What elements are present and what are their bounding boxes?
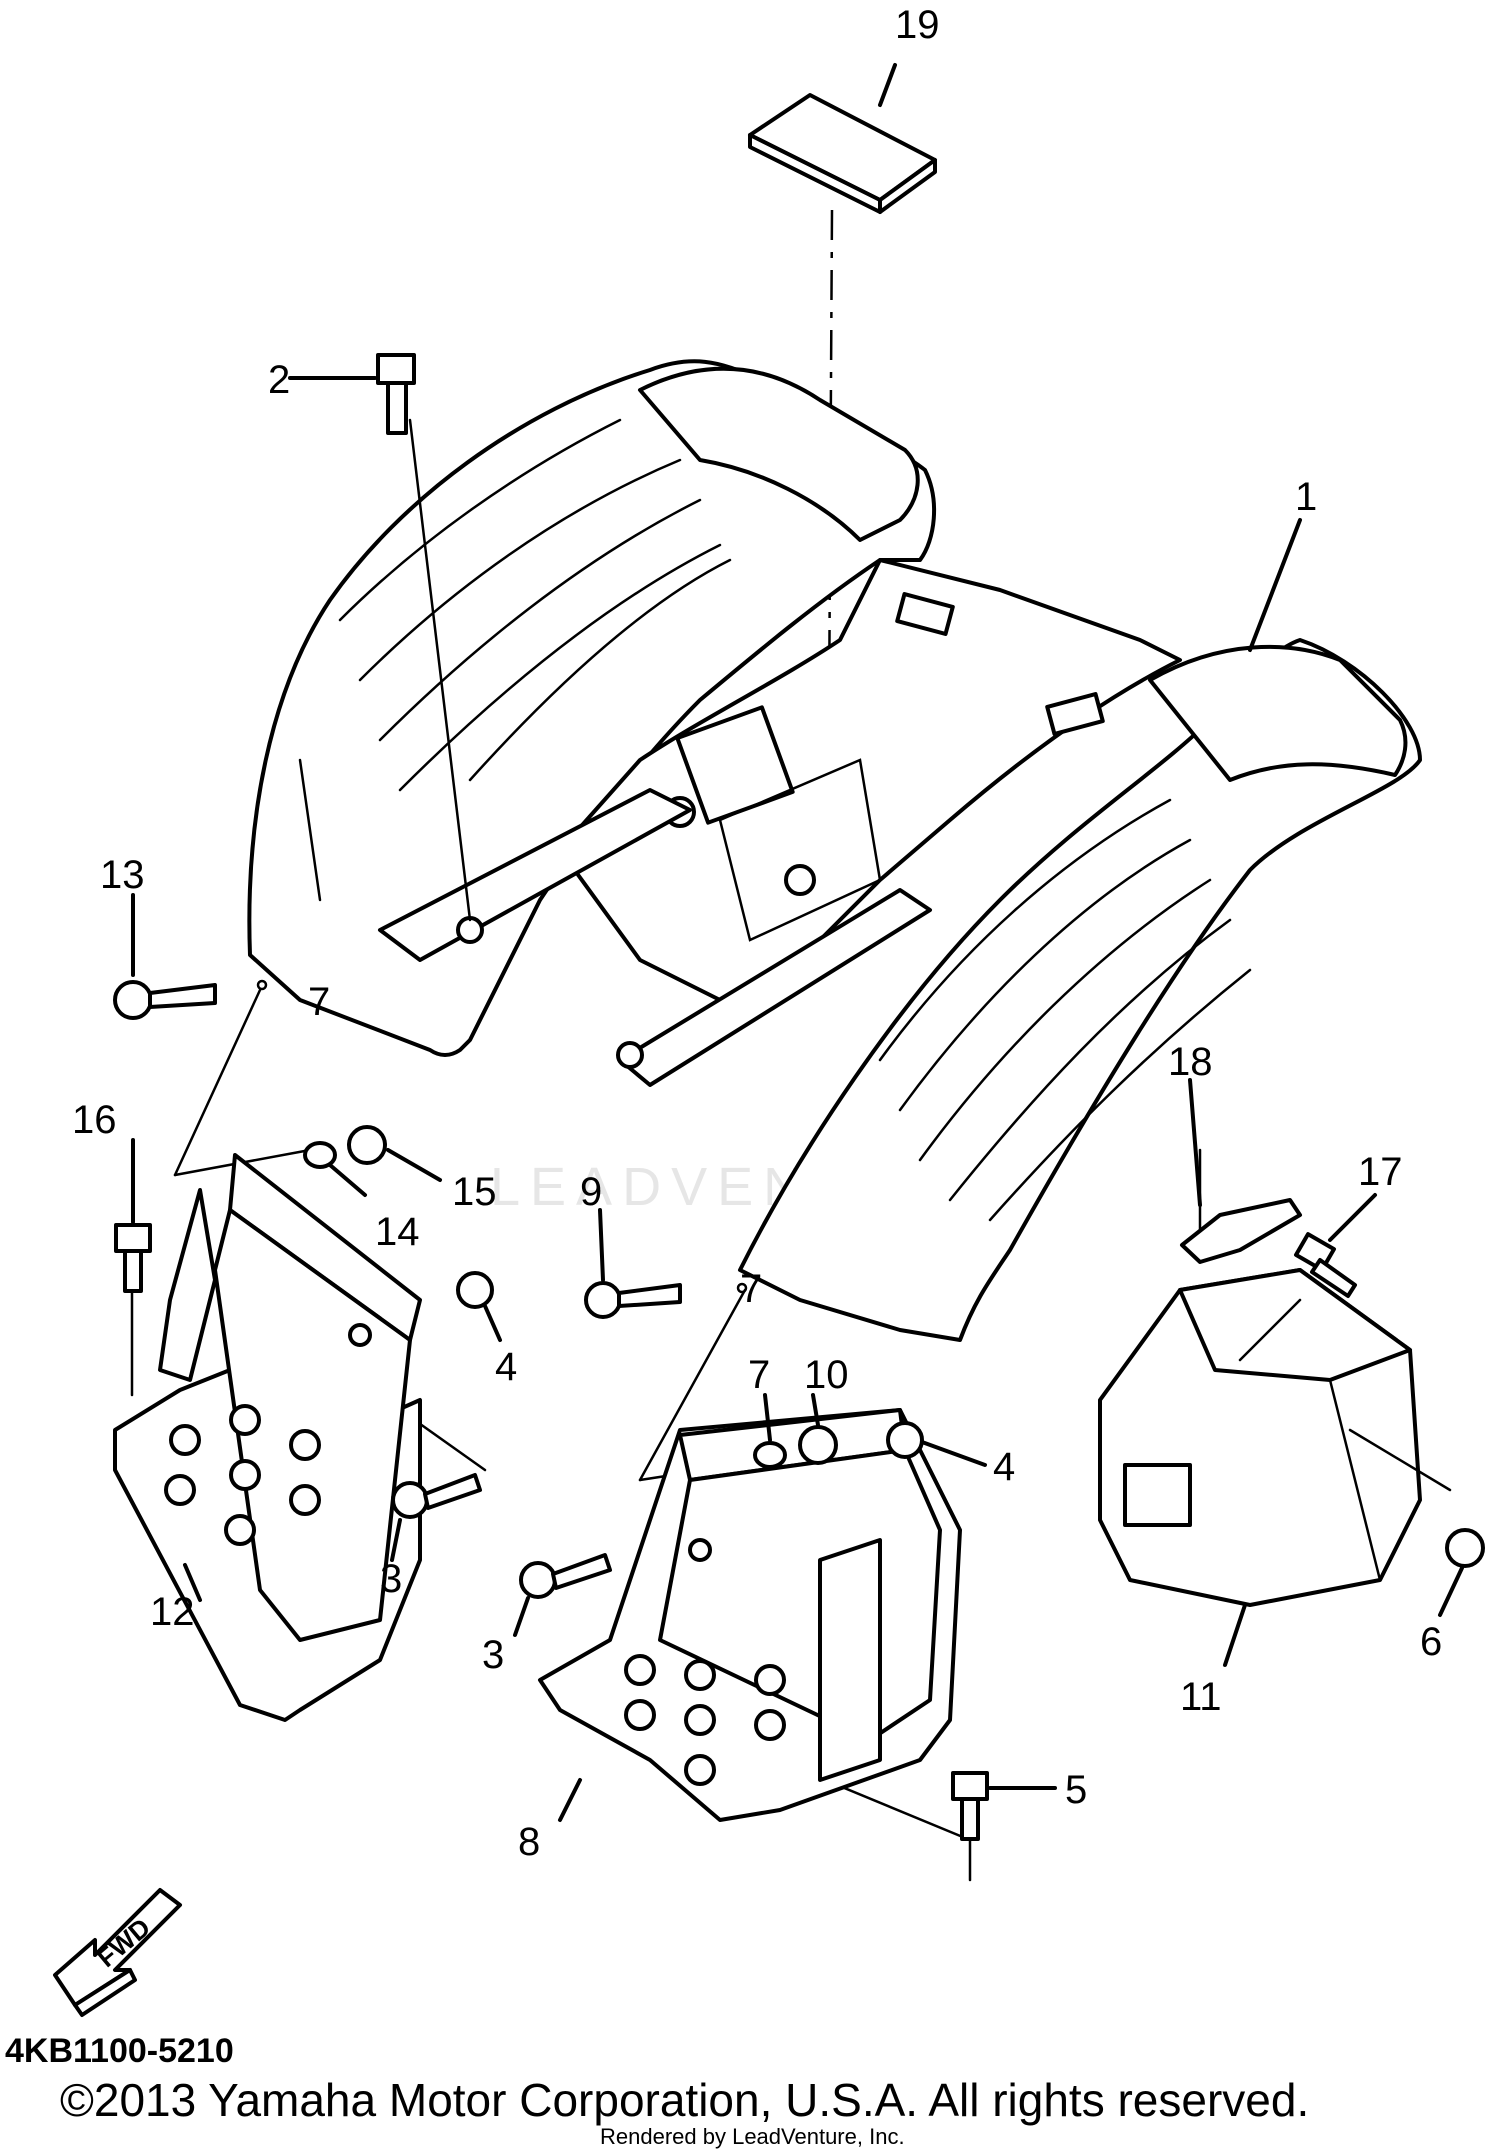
copyright-notice: ©2013 Yamaha Motor Corporation, U.S.A. A… (60, 2074, 1309, 2126)
part-11-screw (113, 893, 217, 1020)
callout-17: 6 (1420, 1620, 1442, 1664)
part-18-clip (1180, 1078, 1302, 1264)
callout-16: 17 (1358, 1150, 1403, 1194)
callout-12: 14 (375, 1210, 420, 1254)
callout-5: 8 (518, 1820, 540, 1864)
callout-3-left: 3 (380, 1557, 402, 1601)
callout-14: 16 (72, 1098, 117, 1142)
part-4b-nut (886, 1421, 987, 1467)
part-4a-nut (456, 1271, 502, 1342)
diagram-code: 4KB1100-5210 (5, 2032, 234, 2070)
part-3b-screw (513, 1553, 612, 1637)
callout-1: 1 (1295, 475, 1317, 519)
part-6-screw (584, 1208, 682, 1319)
fwd-arrow-icon: FWD (53, 1888, 182, 2017)
callout-4-left: 4 (495, 1345, 517, 1389)
callout-labels: 19 2 1 13 7 16 14 15 4 9 7 18 17 7 10 4 … (72, 3, 1442, 1864)
rendered-by-credit: Rendered by LeadVenture, Inc. (600, 2124, 905, 2149)
callout-19: 19 (895, 3, 940, 47)
part-15-tool-box (1098, 1268, 1452, 1667)
part-12-washer (303, 1141, 367, 1197)
part-10-left-footrest (113, 1153, 422, 1722)
callout-6: 9 (580, 1170, 602, 1214)
part-13-nut (347, 1125, 442, 1182)
part-16-bolt (1294, 1193, 1377, 1298)
callout-11: 13 (100, 853, 145, 897)
part-1-rear-fender (247, 359, 1422, 1342)
callout-7-right: 7 (748, 1353, 770, 1397)
part-5-right-footrest (538, 1408, 962, 1822)
part-2-bolt (288, 353, 416, 435)
part-8-nut (798, 1393, 838, 1465)
part-14-bolt (114, 1138, 152, 1293)
callout-4-right: 4 (993, 1445, 1015, 1489)
callout-8: 10 (804, 1353, 849, 1397)
callout-15: 11 (1180, 1675, 1222, 1719)
part-3a-screw (390, 1473, 482, 1562)
callout-7-left: 7 (308, 980, 330, 1024)
part-7-washer (753, 1393, 787, 1469)
part-17-nut (1438, 1528, 1485, 1617)
callout-9: 5 (1065, 1768, 1087, 1812)
callout-18: 18 (1168, 1040, 1213, 1084)
callout-13: 15 (452, 1170, 497, 1214)
callout-10: 12 (150, 1590, 195, 1634)
callout-7-center: 7 (740, 1267, 762, 1311)
part-9-bolt (951, 1771, 1057, 1841)
callout-2: 2 (268, 358, 290, 402)
callout-3-right: 3 (482, 1633, 504, 1677)
